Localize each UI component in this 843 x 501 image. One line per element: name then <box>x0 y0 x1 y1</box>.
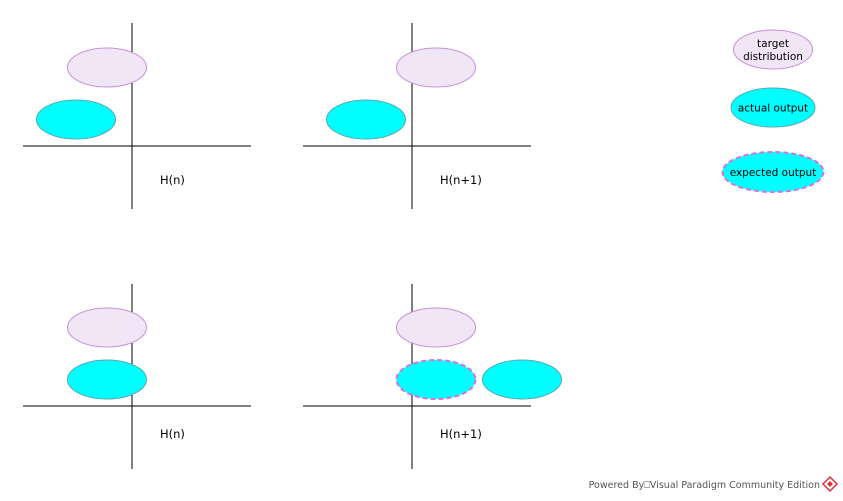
panel-3-target-distribution[interactable] <box>67 307 147 348</box>
panel-2-axis-label: H(n+1) <box>440 173 482 187</box>
legend-expected-output-label: expected output <box>730 167 817 179</box>
panel-3: H(n) <box>23 284 251 469</box>
legend-target-distribution-line1: target <box>757 38 789 50</box>
panel-4-target-distribution[interactable] <box>396 307 476 348</box>
panel-1-actual-output[interactable] <box>36 99 116 140</box>
panel-1: H(n) <box>23 23 251 209</box>
legend-expected-output-shape[interactable] <box>721 151 825 193</box>
footer-text: Powered By⎕Visual Paradigm Community Edi… <box>589 480 820 491</box>
legend-actual-output-shape[interactable] <box>730 87 816 128</box>
panel-3-axis-label: H(n) <box>160 427 185 441</box>
visual-paradigm-logo-icon <box>821 475 839 493</box>
panel-2-target-distribution[interactable] <box>396 47 476 88</box>
panel-4: H(n+1) <box>303 284 562 469</box>
panel-1-target-distribution[interactable] <box>67 47 147 88</box>
panel-1-axis-label: H(n) <box>160 173 185 187</box>
panel-4-axis-label: H(n+1) <box>440 427 482 441</box>
footer-watermark: Powered By⎕Visual Paradigm Community Edi… <box>589 475 839 493</box>
panel-2-actual-output[interactable] <box>326 99 406 140</box>
panel-4-actual-output[interactable] <box>482 359 562 400</box>
panel-3-actual-output[interactable] <box>67 359 147 400</box>
panel-2: H(n+1) <box>303 23 531 209</box>
legend-target-distribution-shape[interactable] <box>733 29 813 70</box>
legend-target-distribution-line2: distribution <box>743 51 803 63</box>
panel-4-expected-output[interactable] <box>395 359 477 400</box>
legend: target distribution actual output expect… <box>721 29 825 193</box>
legend-actual-output-label: actual output <box>738 103 808 115</box>
